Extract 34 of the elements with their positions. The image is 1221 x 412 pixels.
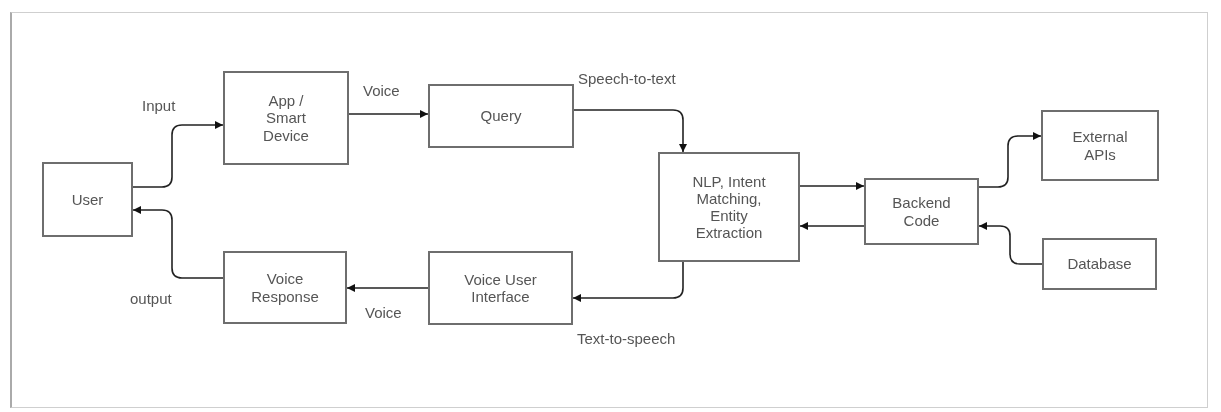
box-label: NLP, Intent Matching, Entity Extraction (691, 172, 767, 242)
edge-label: Input (142, 98, 176, 113)
arrow (978, 222, 1043, 265)
arrow (978, 132, 1042, 188)
box-label: Voice User Interface (463, 270, 538, 306)
process-box (864, 178, 979, 245)
process-box (223, 71, 349, 165)
arrow (132, 206, 224, 279)
box-label: User (71, 190, 104, 209)
edge-label: Speech-to-text (578, 71, 676, 86)
arrow (573, 109, 687, 153)
box-label: App / Smart Device (262, 92, 310, 144)
arrow (799, 222, 865, 230)
box-label: External APIs (1071, 128, 1129, 163)
process-box (428, 251, 573, 325)
edge-label: Voice (363, 83, 400, 98)
process-box (1041, 110, 1159, 181)
arrow (132, 121, 224, 188)
box-label: Database (1067, 255, 1132, 273)
arrow (799, 182, 865, 190)
process-box (42, 162, 133, 237)
process-box (223, 251, 347, 324)
arrow (346, 284, 429, 292)
arrow (572, 261, 684, 302)
box-label: Voice Response (250, 270, 320, 305)
box-label: Query (480, 107, 522, 125)
arrow (348, 110, 429, 118)
process-box (658, 152, 800, 262)
box-label: Backend Code (891, 194, 952, 229)
process-box (428, 84, 574, 148)
edge-label: output (130, 291, 172, 306)
edge-label: Text-to-speech (577, 331, 676, 346)
edge-label: Voice (365, 305, 402, 320)
process-box (1042, 238, 1157, 290)
